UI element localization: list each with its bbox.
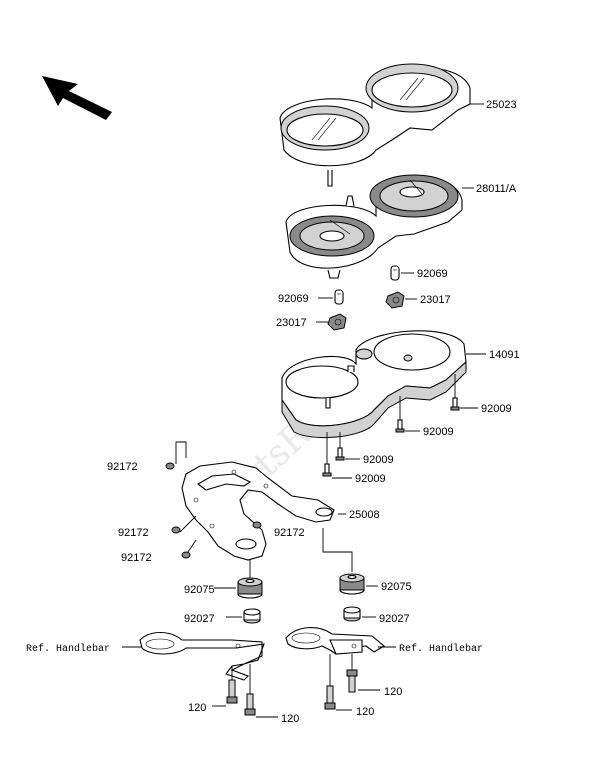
lens-cover	[279, 63, 471, 187]
label-grommet-top: 92172	[107, 461, 138, 473]
label-collar-left: 92027	[184, 613, 215, 625]
collar-right	[343, 606, 361, 622]
collar-left	[243, 608, 261, 624]
label-ref-handlebar-left: Ref. Handlebar	[26, 643, 110, 655]
label-bracket: 25008	[349, 509, 380, 521]
label-damper-left: 92075	[184, 584, 215, 596]
label-bolt-right-1: 120	[384, 686, 402, 698]
label-bulb-left: 92069	[278, 293, 309, 305]
bracket-grommet	[252, 521, 262, 529]
damper-right	[339, 573, 365, 595]
label-socket-right: 23017	[420, 294, 451, 306]
label-lens-cover: 25023	[486, 99, 517, 111]
label-bolt-left-2: 120	[281, 713, 299, 725]
screw-right	[450, 374, 460, 411]
label-screw-right: 92009	[481, 403, 512, 415]
bulb-left	[334, 289, 344, 305]
label-ref-handlebar-right: Ref. Handlebar	[399, 643, 483, 655]
socket-right	[385, 291, 405, 309]
bracket	[181, 461, 335, 561]
handlebar-clamp-left	[139, 631, 265, 681]
label-bracket-grommet: 92172	[274, 527, 305, 539]
label-meter-case: 14091	[489, 349, 520, 361]
meter-assembly	[285, 174, 463, 279]
label-bolt-left-1: 120	[188, 702, 206, 714]
arrow-icon	[42, 76, 112, 120]
label-meter-assembly: 28011/A	[476, 183, 517, 195]
label-grommet-bottom: 92172	[121, 552, 152, 564]
grommet-mid	[171, 526, 181, 534]
screw-center-2	[322, 432, 332, 477]
label-bulb-upper-right: 92069	[417, 268, 448, 280]
socket-left	[327, 313, 347, 331]
label-bolt-right-2: 120	[356, 706, 374, 718]
grommet-bottom	[181, 551, 191, 559]
label-socket-left: 23017	[276, 317, 307, 329]
screw-center-1	[335, 432, 345, 461]
label-damper-right: 92075	[381, 581, 412, 593]
label-screw-center-1: 92009	[363, 454, 394, 466]
bulb-upper-right	[390, 265, 400, 281]
label-screw-mid: 92009	[423, 426, 454, 438]
handlebar-clamp-right	[285, 627, 385, 655]
label-grommet-mid: 92172	[118, 527, 149, 539]
bolt-right-1	[346, 654, 358, 693]
meter-case	[281, 330, 467, 439]
screw-mid	[395, 396, 405, 433]
bolt-left-2	[244, 664, 256, 716]
bolt-left-1	[226, 666, 238, 704]
label-screw-center-2: 92009	[355, 473, 386, 485]
label-collar-right: 92027	[379, 613, 410, 625]
grommet-top	[165, 462, 175, 470]
damper-left	[237, 577, 263, 599]
bolt-right-2	[324, 654, 336, 710]
